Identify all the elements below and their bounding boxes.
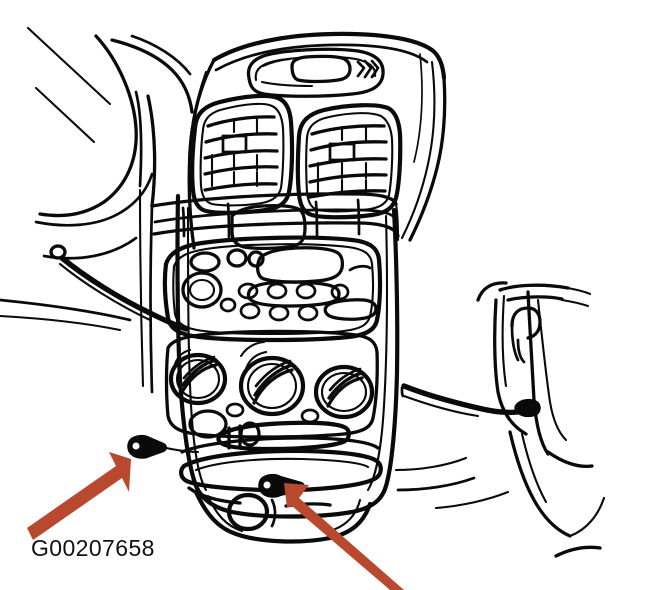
hvac-knob-left bbox=[168, 348, 228, 406]
hvac-knob-center bbox=[238, 340, 306, 417]
switch-blanks bbox=[150, 192, 400, 251]
center-vent-left bbox=[190, 93, 295, 215]
background-contours bbox=[0, 298, 510, 510]
lower-bezel-tray bbox=[179, 436, 383, 544]
callout-arrow-lower-right bbox=[284, 483, 404, 590]
figure-reference-label: G00207658 bbox=[31, 535, 155, 561]
center-bezel-outline bbox=[175, 31, 447, 519]
leader-line-right bbox=[400, 383, 521, 418]
hvac-control-panel bbox=[164, 329, 379, 452]
side-trim-panel bbox=[476, 281, 606, 558]
leader-line-left bbox=[49, 244, 189, 332]
callout-arrow-upper-left bbox=[27, 452, 131, 540]
center-vent-right bbox=[295, 103, 403, 220]
screw-upper bbox=[127, 434, 200, 459]
hvac-knob-right bbox=[313, 364, 375, 420]
power-outlet bbox=[226, 492, 277, 532]
instrument-cluster-hood bbox=[110, 34, 194, 394]
